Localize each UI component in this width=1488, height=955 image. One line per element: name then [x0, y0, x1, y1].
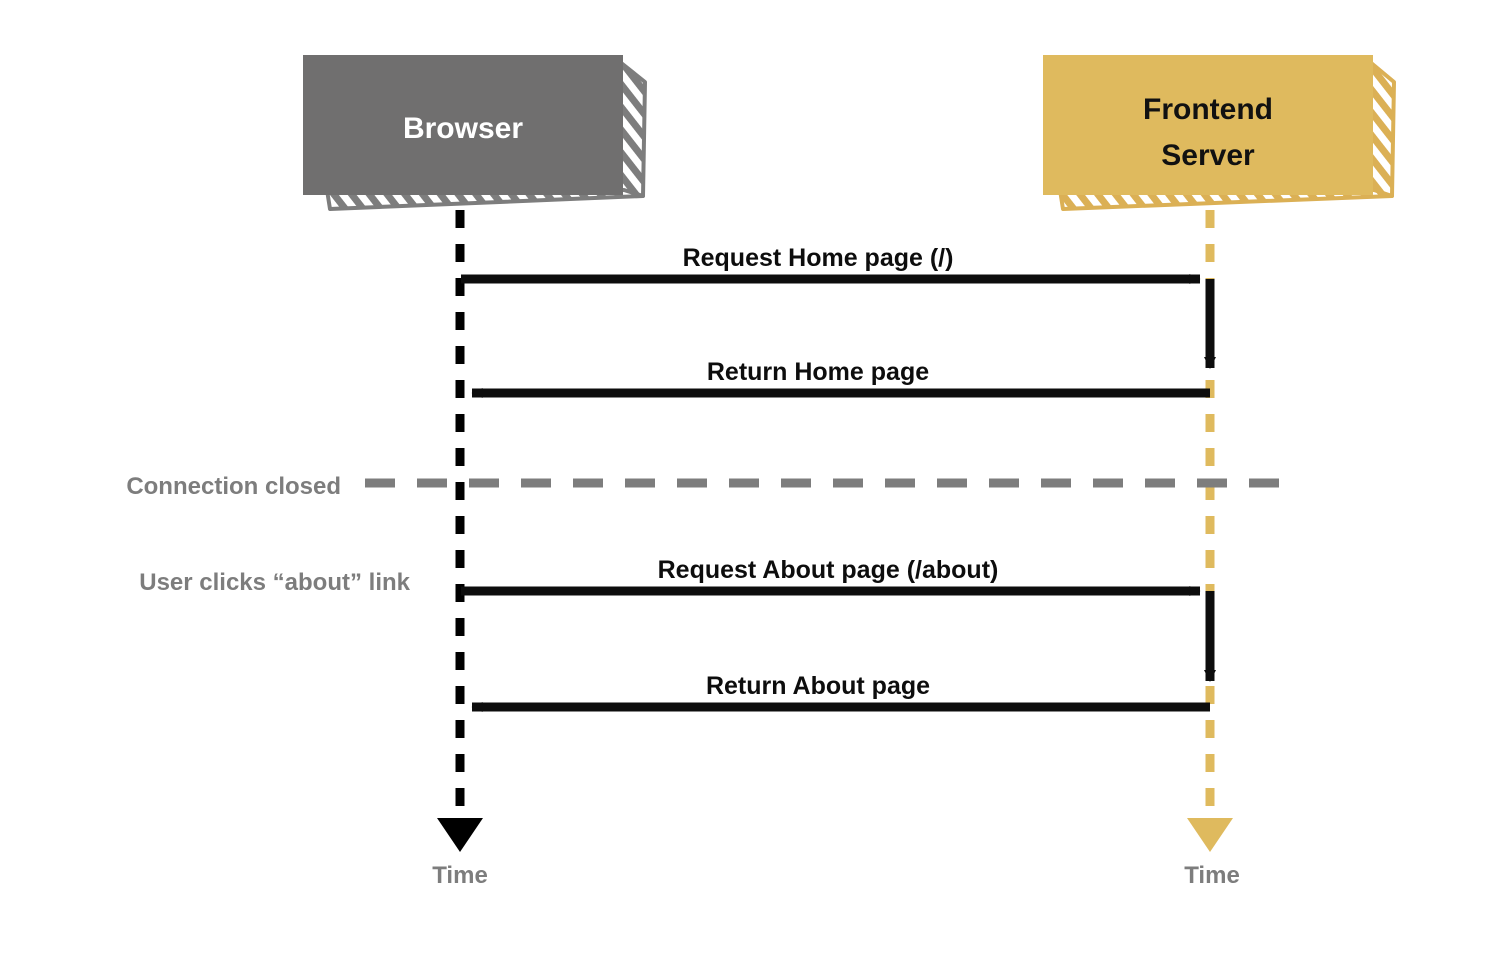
message-request-home[interactable]: Request Home page (/): [461, 244, 1201, 284]
note-user-clicks-about: User clicks “about” link: [139, 569, 410, 596]
message-return-home[interactable]: Return Home page: [471, 358, 1210, 398]
note-connection-closed: Connection closed: [126, 473, 1296, 500]
time-label-server: Time: [1184, 862, 1240, 889]
server-box-label-line1: Frontend: [1143, 93, 1273, 126]
server-box[interactable]: [1043, 55, 1373, 195]
participant-browser[interactable]: Browser: [303, 55, 647, 211]
message-return-about[interactable]: Return About page: [471, 672, 1210, 712]
time-label-browser: Time: [432, 862, 488, 889]
browser-box[interactable]: [303, 55, 623, 195]
browser-box-label: Browser: [403, 112, 523, 145]
message-request-about[interactable]: Request About page (/about): [461, 556, 1201, 596]
browser-box-shadow-right: [618, 60, 647, 198]
note-label-connection-closed: Connection closed: [126, 473, 341, 500]
message-label-return-about: Return About page: [706, 672, 930, 700]
participant-frontend-server[interactable]: Frontend Server: [1043, 55, 1396, 211]
lifeline-server-arrowhead: [1187, 818, 1233, 852]
message-label-request-about: Request About page (/about): [658, 556, 999, 584]
message-label-return-home: Return Home page: [707, 358, 929, 386]
server-box-label-line2: Server: [1161, 139, 1255, 172]
note-label-user-clicks-about: User clicks “about” link: [139, 569, 410, 596]
lifeline-browser-arrowhead: [437, 818, 483, 852]
message-label-request-home: Request Home page (/): [683, 244, 954, 272]
server-box-shadow-right: [1368, 60, 1396, 198]
